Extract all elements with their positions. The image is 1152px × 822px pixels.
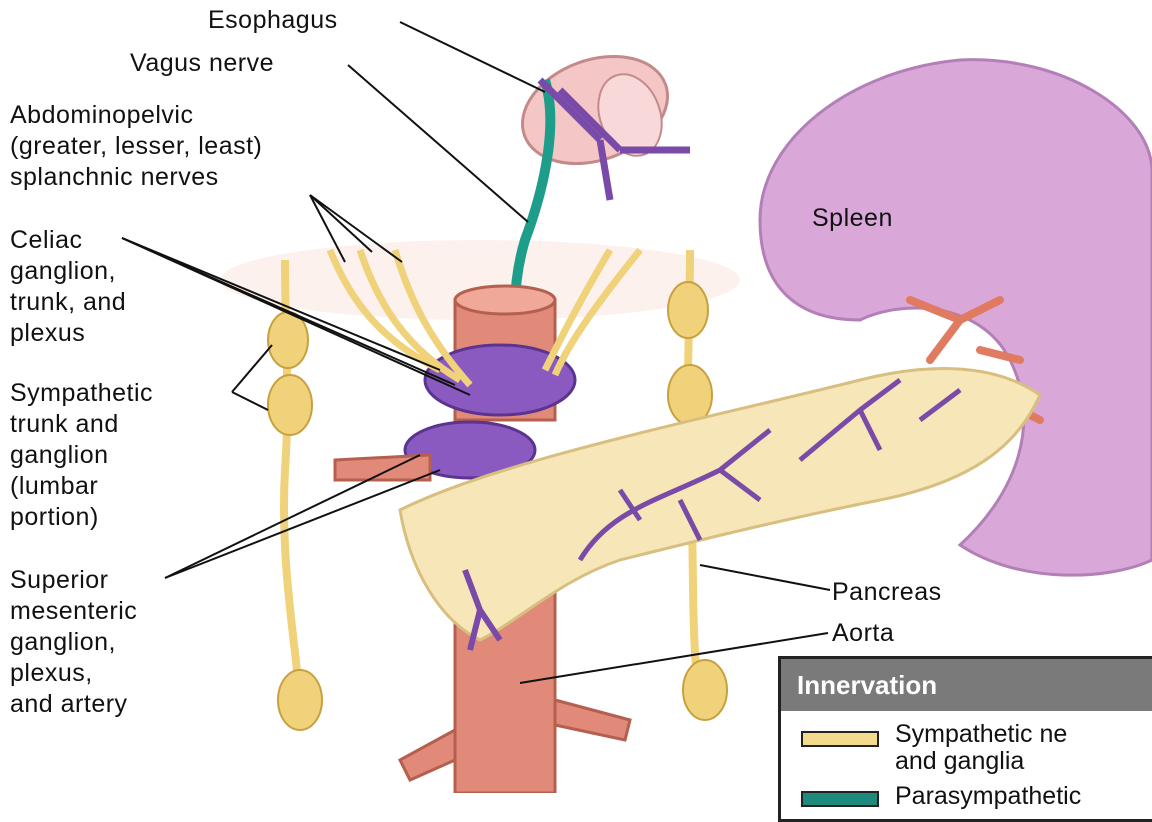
parasympathetic-swatch <box>801 791 879 807</box>
renal-artery-right <box>555 700 630 740</box>
ganglion-right-1 <box>668 282 708 338</box>
ganglion-right-3 <box>683 660 727 720</box>
celiac-label: Celiac ganglion, trunk, and plexus <box>10 225 126 349</box>
ganglion-left-1 <box>268 312 308 368</box>
sympathetic-legend-text: Sympathetic ne and ganglia <box>895 721 1067 775</box>
vagus-nerve-label: Vagus nerve <box>130 48 274 79</box>
ganglion-left-2 <box>268 375 312 435</box>
splanchnic-nerves-label: Abdominopelvic (greater, lesser, least) … <box>10 100 262 193</box>
sympathetic-swatch <box>801 731 879 747</box>
sympathetic-trunk-label: Sympathetic trunk and ganglion (lumbar p… <box>10 378 153 533</box>
innervation-legend: Innervation Sympathetic ne and ganglia P… <box>778 656 1152 822</box>
ganglion-left-3 <box>278 670 322 730</box>
parasympathetic-legend-text: Parasympathetic <box>895 783 1081 810</box>
aorta-label: Aorta <box>832 618 894 649</box>
spleen-label: Spleen <box>812 203 893 234</box>
legend-title: Innervation <box>781 659 1152 711</box>
aorta-top-opening <box>455 286 555 314</box>
superior-mesenteric-label: Superior mesenteric ganglion, plexus, an… <box>10 565 137 720</box>
pancreas-label: Pancreas <box>832 577 942 608</box>
esophagus-label: Esophagus <box>208 5 338 36</box>
superior-mesenteric-artery <box>335 455 430 480</box>
renal-artery-left <box>400 730 455 780</box>
